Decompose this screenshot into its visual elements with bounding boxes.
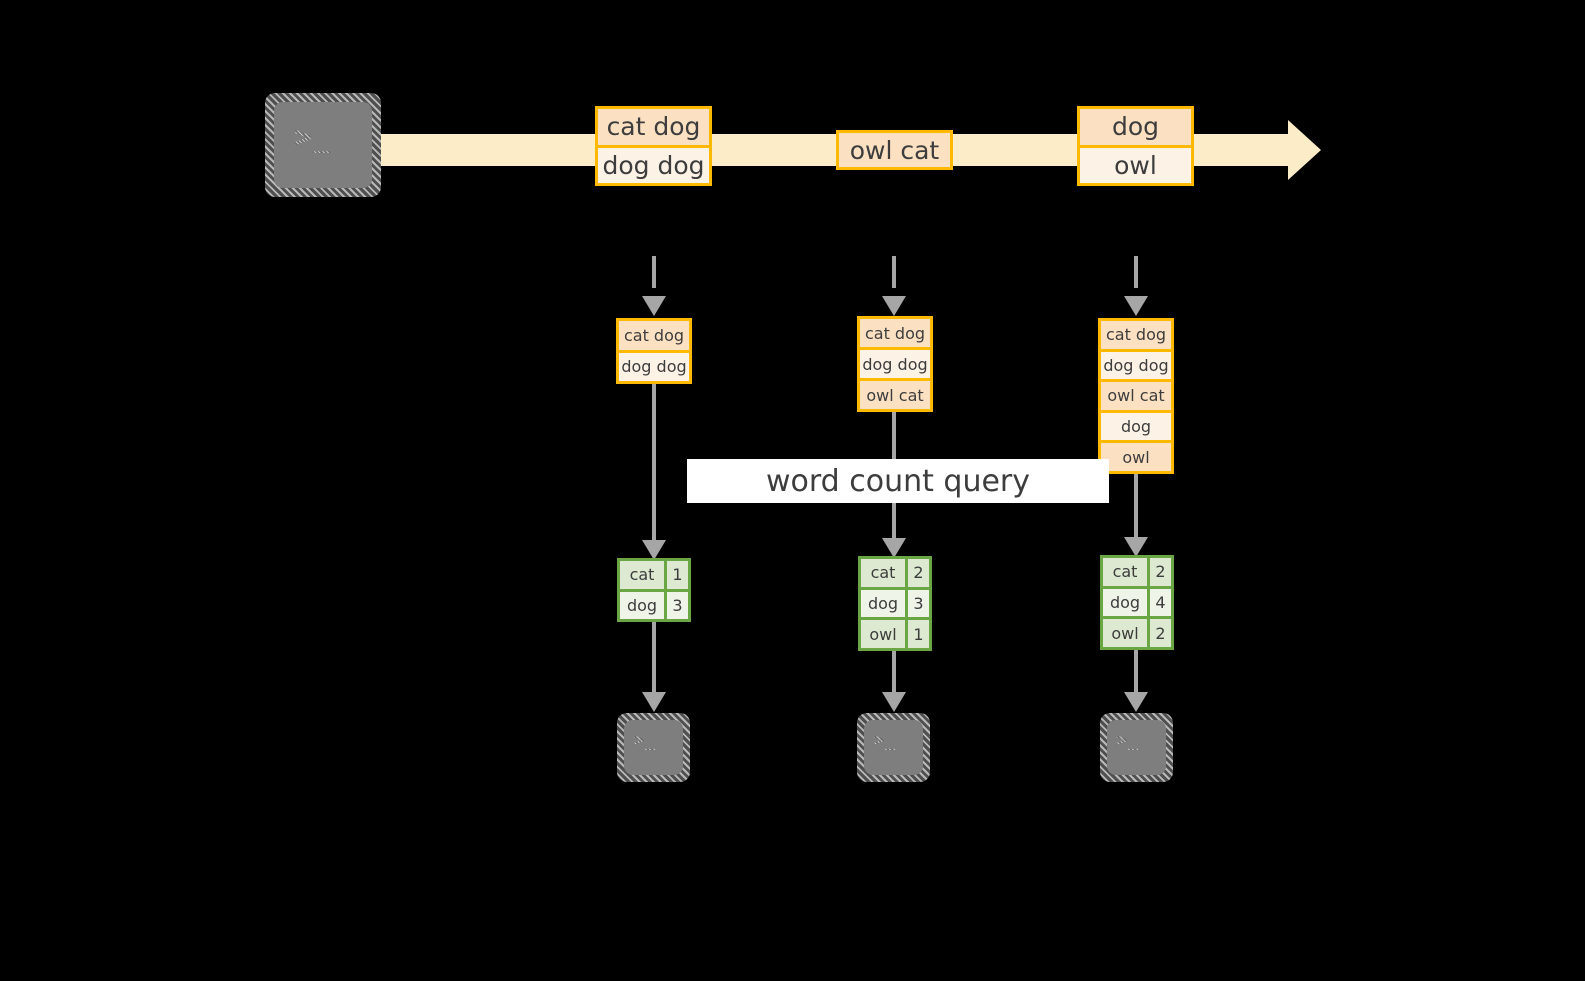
result-table-2[interactable]: cat 2 dog 3 owl 1 xyxy=(858,556,932,651)
batch-line: cat dog xyxy=(860,319,930,347)
table-cell-count: 3 xyxy=(905,589,929,618)
query-arrow-3 xyxy=(1134,474,1138,552)
table-cell-word: owl xyxy=(1103,619,1147,647)
table-cell-count: 2 xyxy=(1147,558,1171,586)
terminal-body xyxy=(624,720,683,775)
table-cell-word: owl xyxy=(861,620,905,648)
snapshot-trigger-arrow-1 xyxy=(652,256,656,308)
table-row: dog 4 xyxy=(1103,585,1171,617)
batch-box-1[interactable]: cat dog dog dog xyxy=(616,318,692,384)
sink-terminal-1[interactable]: >_ xyxy=(617,713,690,782)
stream-event-line: dog xyxy=(1080,109,1191,145)
table-cell-word: cat xyxy=(620,561,664,589)
table-cell-word: cat xyxy=(861,559,905,587)
table-cell-word: cat xyxy=(1103,558,1147,586)
snapshot-trigger-arrowhead-1 xyxy=(642,296,666,316)
batch-box-3[interactable]: cat dog dog dog owl cat dog owl xyxy=(1098,318,1174,474)
sink-arrow-1 xyxy=(652,622,656,700)
table-row: dog 3 xyxy=(861,586,929,618)
table-cell-word: dog xyxy=(861,589,905,618)
batch-line: dog dog xyxy=(1101,348,1171,380)
batch-line: owl cat xyxy=(1101,379,1171,410)
stream-event-line: owl cat xyxy=(839,133,950,167)
query-arrowhead-3 xyxy=(1124,537,1148,557)
table-cell-count: 2 xyxy=(1147,619,1171,647)
terminal-body xyxy=(864,720,923,775)
batch-line: dog xyxy=(1101,409,1171,441)
table-row: cat 1 xyxy=(620,561,688,589)
sink-terminal-2[interactable]: >_ xyxy=(857,713,930,782)
stream-event-line: cat dog xyxy=(598,109,709,145)
terminal-body xyxy=(1107,720,1166,775)
table-cell-word: dog xyxy=(1103,588,1147,617)
query-arrow-1 xyxy=(652,384,656,552)
batch-line: owl xyxy=(1101,440,1171,471)
sink-arrowhead-1 xyxy=(642,692,666,712)
table-cell-count: 1 xyxy=(664,561,688,589)
batch-line: dog dog xyxy=(860,347,930,378)
table-row: cat 2 xyxy=(1103,558,1171,586)
query-label: word count query xyxy=(687,459,1109,503)
stream-event-2[interactable]: owl cat xyxy=(836,130,953,170)
table-cell-count: 1 xyxy=(905,620,929,648)
sink-arrowhead-2 xyxy=(882,692,906,712)
table-cell-count: 3 xyxy=(664,591,688,619)
table-row: dog 3 xyxy=(620,588,688,619)
stream-event-line: dog dog xyxy=(598,144,709,183)
snapshot-trigger-arrowhead-3 xyxy=(1124,296,1148,316)
snapshot-trigger-arrow-3 xyxy=(1134,256,1138,308)
terminal-body xyxy=(274,102,372,188)
batch-box-2[interactable]: cat dog dog dog owl cat xyxy=(857,316,933,412)
sink-arrowhead-3 xyxy=(1124,692,1148,712)
table-row: owl 1 xyxy=(861,617,929,648)
query-arrowhead-2 xyxy=(882,538,906,558)
batch-line: cat dog xyxy=(1101,321,1171,349)
table-cell-count: 4 xyxy=(1147,588,1171,617)
batch-line: cat dog xyxy=(619,321,689,350)
table-row: cat 2 xyxy=(861,559,929,587)
snapshot-trigger-arrow-2 xyxy=(892,256,896,308)
terminal-prompt-icon: >_ xyxy=(873,729,897,751)
table-cell-word: dog xyxy=(620,591,664,619)
snapshot-trigger-arrowhead-2 xyxy=(882,296,906,316)
source-terminal[interactable]: >_ xyxy=(265,93,381,197)
sink-terminal-3[interactable]: >_ xyxy=(1100,713,1173,782)
sink-arrow-3 xyxy=(1134,650,1138,700)
stream-band-arrowhead xyxy=(1288,120,1321,180)
stream-event-3[interactable]: dog owl xyxy=(1077,106,1194,186)
batch-line: owl cat xyxy=(860,378,930,409)
stream-event-1[interactable]: cat dog dog dog xyxy=(595,106,712,186)
stream-event-line: owl xyxy=(1080,144,1191,183)
query-arrowhead-1 xyxy=(642,540,666,560)
batch-line: dog dog xyxy=(619,349,689,381)
terminal-prompt-icon: >_ xyxy=(294,120,332,155)
terminal-prompt-icon: >_ xyxy=(633,729,657,751)
terminal-prompt-icon: >_ xyxy=(1116,729,1140,751)
table-row: owl 2 xyxy=(1103,616,1171,647)
result-table-1[interactable]: cat 1 dog 3 xyxy=(617,558,691,622)
sink-arrow-2 xyxy=(892,651,896,700)
result-table-3[interactable]: cat 2 dog 4 owl 2 xyxy=(1100,555,1174,650)
table-cell-count: 2 xyxy=(905,559,929,587)
